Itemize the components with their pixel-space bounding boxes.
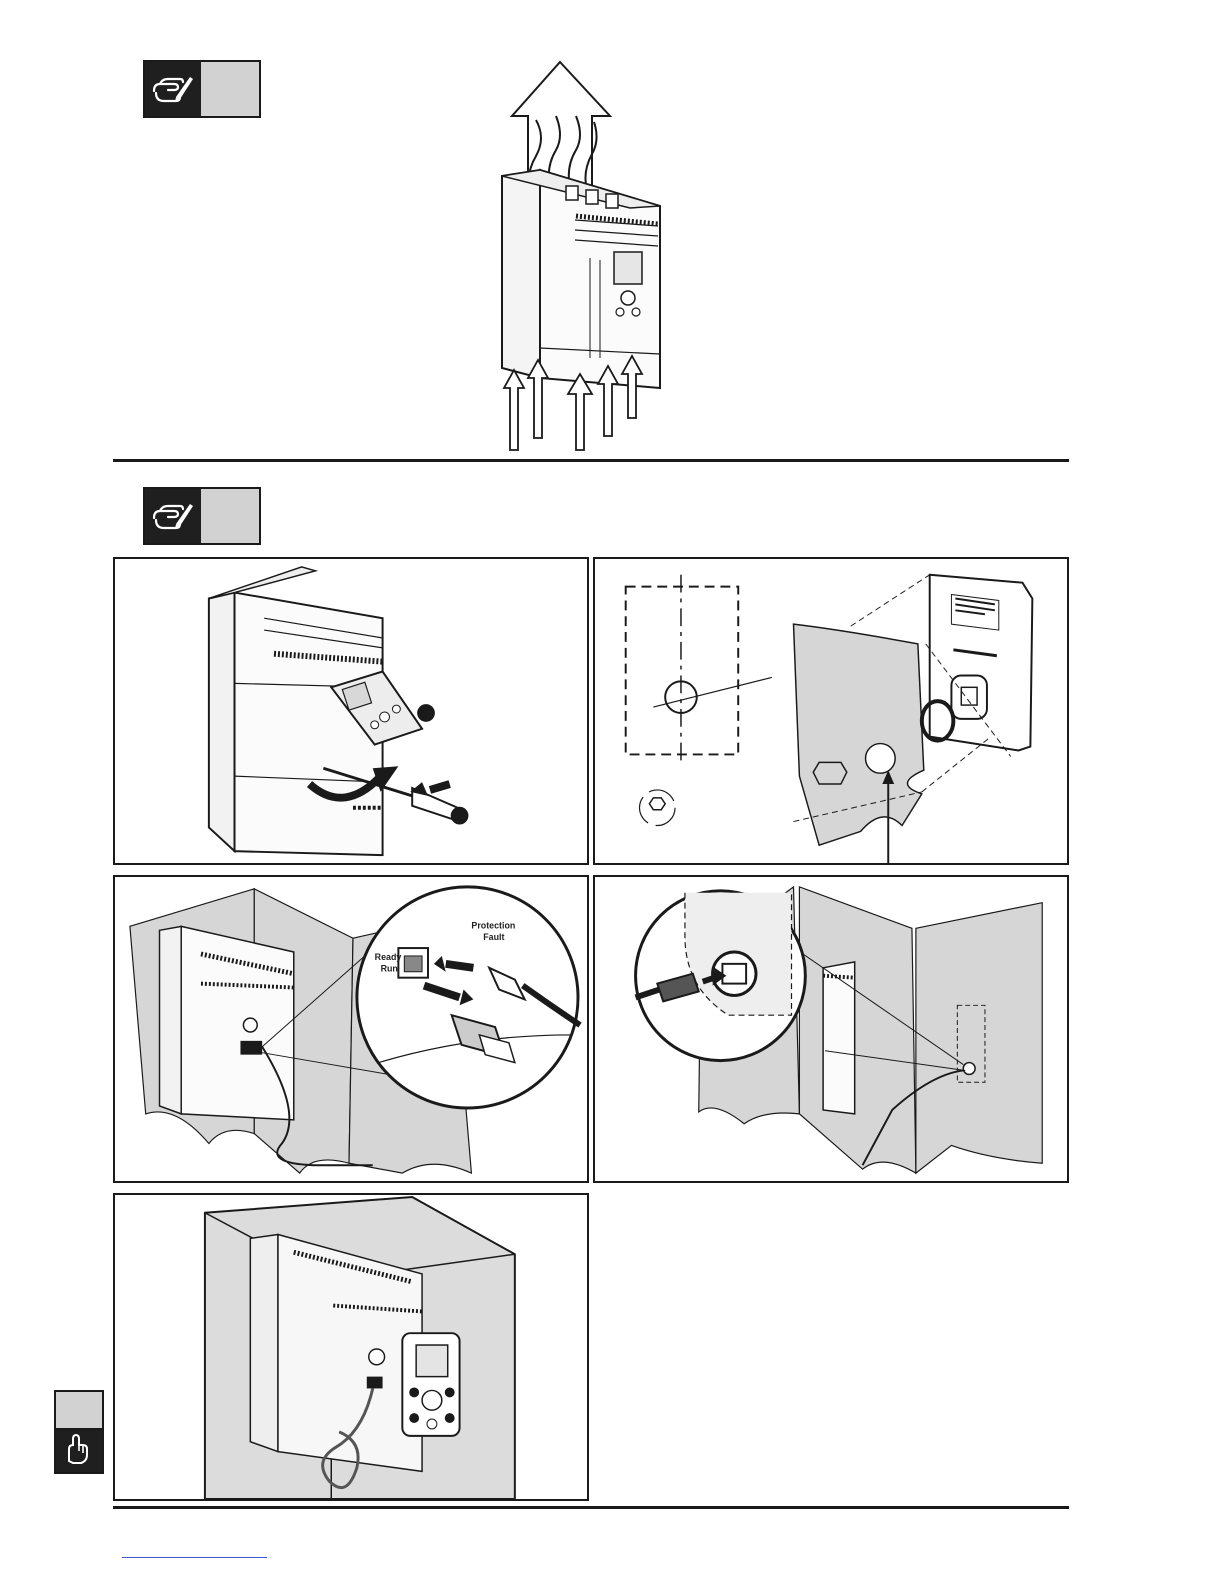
label-run: Run — [381, 964, 398, 974]
section-divider-bottom — [113, 1506, 1069, 1509]
airflow-illustration — [480, 58, 700, 453]
panel-connect-cable: Ready Run Protection Fault — [113, 875, 589, 1183]
hand-writing-icon — [145, 62, 201, 116]
section-badge-1 — [143, 60, 261, 118]
label-protection: Protection — [471, 920, 515, 930]
label-fault: Fault — [483, 932, 504, 942]
hand-pointing-icon — [63, 1431, 95, 1472]
label-ready: Ready — [375, 952, 402, 962]
hand-writing-icon — [145, 489, 201, 543]
section-divider-1 — [113, 459, 1069, 462]
section-badge-2 — [143, 487, 261, 545]
footer-link-underline — [122, 1557, 267, 1558]
panel-door-socket — [593, 875, 1069, 1183]
panel-mounted-keypad — [113, 1193, 589, 1501]
side-tab-grey — [54, 1390, 104, 1430]
side-tab-dark — [54, 1428, 104, 1474]
panel-door-cutout — [593, 557, 1069, 865]
panel-remove-keypad — [113, 557, 589, 865]
